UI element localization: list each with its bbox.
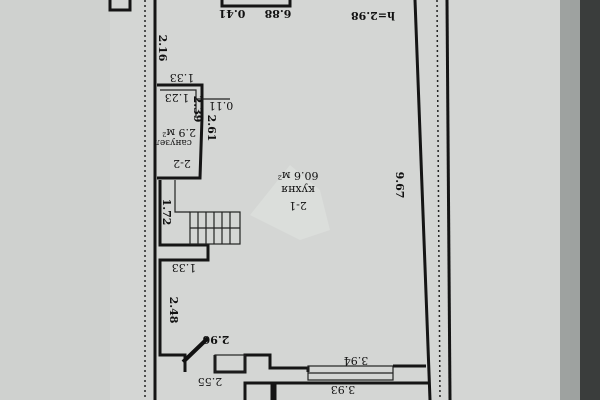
dim-2-39: 2.39 [191,96,204,123]
dim-3-93: 3.93 [331,383,356,396]
door [181,336,210,364]
room-name: кухня [281,183,315,196]
dim-0-11: 0.11 [209,99,234,112]
dim-3-94: 3.94 [344,354,369,367]
dim-2-61: 2.61 [205,115,218,142]
dim-1-23: 1.23 [165,91,190,104]
ceiling-height: h=2.98 [351,9,395,22]
staircase [174,180,241,245]
dim-2-16: 2.16 [156,35,169,62]
dim-1-33-bottom: 1.33 [172,261,197,274]
room-number: 2-2 [173,157,191,170]
dark-edge [580,0,600,400]
edge-shadow [560,0,580,400]
walls [108,0,452,400]
room-area: 2.9 м² [162,126,196,139]
left-margin [0,0,110,400]
room-number: 2-1 [289,199,307,212]
dim-2-48: 2.48 [167,297,180,324]
dim-9-67: 9.67 [393,172,406,199]
room-area: 60.6 м² [278,169,319,182]
room-name: санузел [154,137,192,147]
dimension-labels: 0.41 6.88 h=2.98 2.16 1.33 1.23 2.39 0.1… [156,7,406,396]
room-kitchen: 2-1 кухня 60.6 м² [278,169,319,212]
room-bathroom: 2-2 санузел 2.9 м² [154,126,196,170]
watermark-logo [250,165,330,240]
dim-1-33-top: 1.33 [170,71,195,84]
dim-2-96: 2.96 [202,333,229,346]
dim-1-72: 1.72 [160,199,173,226]
dim-6-88: 6.88 [264,7,291,20]
dim-0-41: 0.41 [219,7,246,20]
dim-2-55: 2.55 [198,375,223,388]
